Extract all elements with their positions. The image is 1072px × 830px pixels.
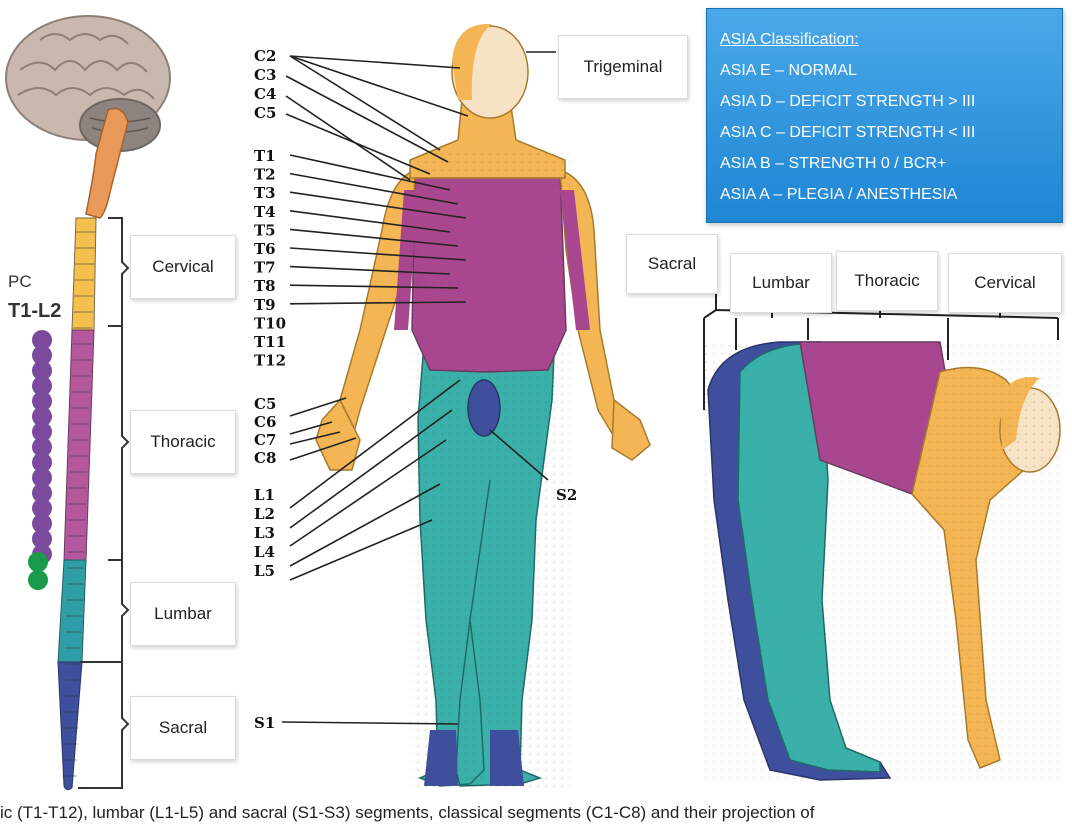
pc-dot-green (28, 552, 48, 572)
pc-label: PC (8, 272, 32, 292)
brain-illustration (6, 16, 170, 218)
front-body-figure (316, 24, 650, 790)
bent-region-thoracic: Thoracic (836, 251, 938, 311)
asia-item: ASIA E – NORMAL (720, 62, 857, 80)
asia-classification-panel: ASIA Classification: ASIA E – NORMAL ASI… (706, 8, 1063, 223)
asia-item: ASIA A – PLEGIA / ANESTHESIA (720, 186, 957, 204)
asia-title: ASIA Classification: (720, 31, 859, 49)
bent-region-sacral: Sacral (626, 234, 718, 294)
pc-dots (28, 330, 52, 590)
bent-region-lumbar: Lumbar (730, 253, 832, 313)
bent-region-cervical: Cervical (948, 253, 1062, 313)
spine-region-sacral: Sacral (130, 696, 236, 760)
trigeminal-label: Trigeminal (558, 35, 688, 99)
asia-item: ASIA C – DEFICIT STRENGTH < III (720, 124, 975, 142)
asia-item: ASIA B – STRENGTH 0 / BCR+ (720, 155, 946, 173)
asia-item: ASIA D – DEFICIT STRENGTH > III (720, 93, 975, 111)
pc-dot-green (28, 570, 48, 590)
bent-body-figure (700, 340, 1060, 780)
spinal-cord (58, 218, 96, 790)
spine-region-lumbar: Lumbar (130, 582, 236, 646)
spine-region-thoracic: Thoracic (130, 410, 236, 474)
figure-caption: ic (T1-T12), lumbar (L1-L5) and sacral (… (0, 803, 1072, 830)
spine-region-cervical: Cervical (130, 235, 236, 299)
pc-range-label: T1-L2 (8, 300, 61, 323)
